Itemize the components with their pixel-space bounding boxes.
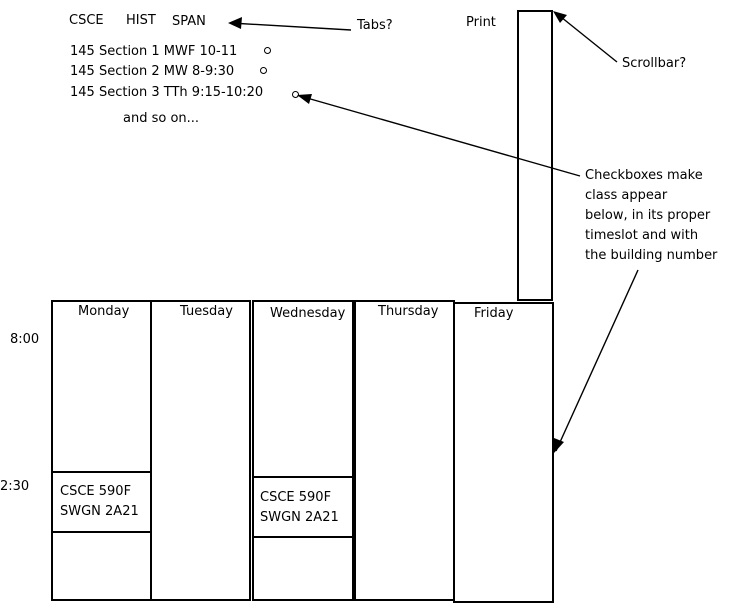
class-block-wednesday-building: SWGN 2A21 (260, 510, 339, 525)
annotation-checkboxes-line-3: below, in its proper (585, 208, 711, 223)
annotation-scrollbar: Scrollbar? (622, 56, 687, 71)
tabs-arrow-line (230, 22, 352, 31)
annotation-tabs: Tabs? (357, 18, 393, 33)
class-block-wednesday[interactable] (252, 476, 354, 538)
annotation-checkboxes-line-4: timeslot and with (585, 228, 699, 243)
section-2-checkbox[interactable] (260, 67, 267, 74)
scrollbar[interactable] (517, 10, 553, 301)
section-item-3-label: 145 Section 3 TTh 9:15-10:20 (70, 85, 264, 100)
friday-arrowhead (554, 438, 564, 453)
print-button[interactable]: Print (466, 15, 496, 30)
class-block-monday-building: SWGN 2A21 (60, 504, 139, 519)
day-column-wednesday (252, 300, 354, 601)
checkbox-arrowhead (297, 94, 312, 104)
friday-arrow-line (555, 269, 639, 452)
annotation-checkboxes-line-1: Checkboxes make (585, 168, 703, 183)
day-header-wednesday: Wednesday (270, 306, 346, 321)
class-block-wednesday-course: CSCE 590F (260, 490, 332, 505)
day-header-monday: Monday (78, 304, 130, 319)
annotation-checkboxes-line-2: class appear (585, 188, 668, 203)
day-header-tuesday: Tuesday (180, 304, 233, 319)
tab-hist[interactable]: HIST (126, 13, 156, 28)
day-column-tuesday (150, 300, 251, 601)
day-column-friday (453, 302, 554, 603)
tabs-arrowhead (228, 17, 242, 29)
section-3-checkbox[interactable] (292, 91, 299, 98)
class-block-monday-course: CSCE 590F (60, 484, 132, 499)
day-header-friday: Friday (474, 306, 514, 321)
time-label-8-00: 8:00 (10, 332, 40, 347)
section-item-1-label: 145 Section 1 MWF 10-11 (70, 44, 238, 59)
tab-span[interactable]: SPAN (172, 14, 206, 29)
time-label-2-30: 2:30 (0, 479, 30, 494)
tab-csce[interactable]: CSCE (69, 13, 104, 28)
section-item-2-label: 145 Section 2 MW 8-9:30 (70, 64, 235, 79)
section-1-checkbox[interactable] (264, 47, 271, 54)
day-header-thursday: Thursday (378, 304, 439, 319)
more-sections-note: and so on... (123, 111, 200, 126)
scrollbar-arrow-line (555, 12, 618, 63)
scrollbar-arrowhead (553, 11, 567, 23)
checkbox-arrow-line (299, 95, 581, 177)
annotation-checkboxes-line-5: the building number (585, 248, 718, 263)
class-block-monday[interactable] (51, 471, 152, 533)
